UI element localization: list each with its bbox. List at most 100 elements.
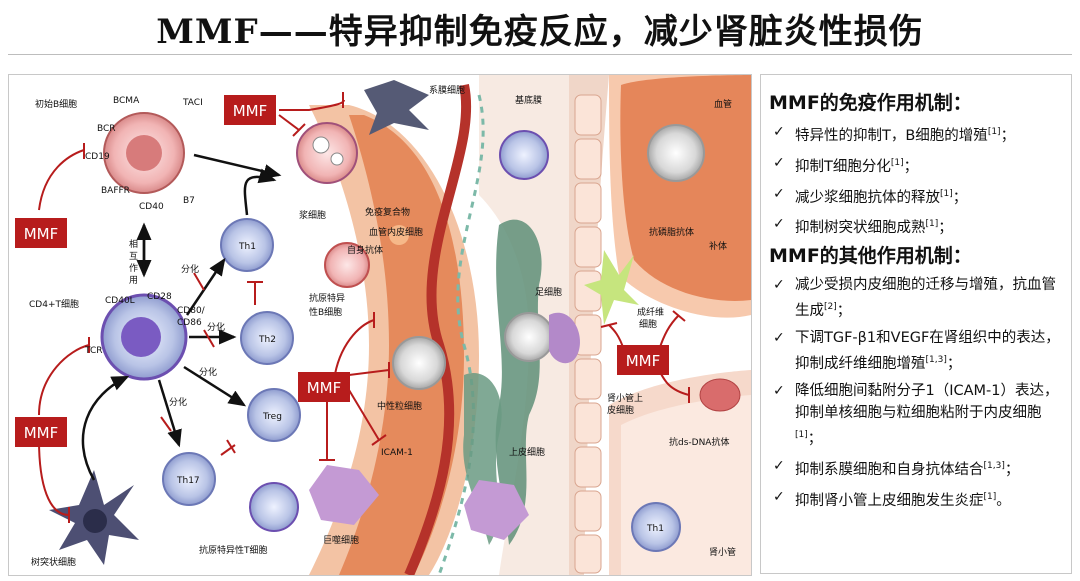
label-interact-3: 作 xyxy=(129,262,138,274)
list-item: ✓抑制系膜细胞和自身抗体结合[1,3]； xyxy=(769,455,1065,481)
list-item: ✓降低细胞间黏附分子1（ICAM-1）表达，抑制单核细胞与粒细胞粘附于内皮细胞[… xyxy=(769,380,1065,450)
tubule-th1-cell xyxy=(631,502,681,552)
check-icon: ✓ xyxy=(773,185,785,202)
check-icon: ✓ xyxy=(773,382,785,399)
macrophage-cell xyxy=(309,465,379,525)
list-item: ✓减少受损内皮细胞的迁移与增殖，抗血管生成[2]； xyxy=(769,274,1065,322)
flow-arrows xyxy=(81,153,282,481)
label-tubular-1: 肾小管上 xyxy=(607,392,643,404)
th2-cell xyxy=(240,311,294,365)
label-b7: B7 xyxy=(183,196,195,206)
diagram-canvas: MMF MMF MMF MMF MMF 初始B细胞 BCMA TACI BCR … xyxy=(15,75,751,575)
label-tubular-2: 皮细胞 xyxy=(607,404,634,416)
label-mesangial: 系膜细胞 xyxy=(429,84,465,96)
label-th2: Th2 xyxy=(258,335,276,345)
cd4-t-cell xyxy=(100,293,188,381)
label-fibroblast-1: 成纤维 xyxy=(637,306,664,318)
immune-list: ✓特异性的抑制T，B细胞的增殖[1]； ✓抑制T细胞分化[1]； ✓减少浆细胞抗… xyxy=(769,121,1065,239)
list-item: ✓抑制树突状细胞成熟[1]； xyxy=(769,213,1065,239)
label-macrophage: 巨噬细胞 xyxy=(323,534,359,546)
label-ag-b-2: 性B细胞 xyxy=(309,306,342,318)
label-interact-2: 互 xyxy=(129,251,138,262)
label-bcr: BCR xyxy=(97,124,116,134)
label-tubule: 肾小管 xyxy=(709,546,736,558)
list-item: ✓下调TGF-β1和VEGF在肾组织中的表达，抑制成纤维细胞增殖[1,3]； xyxy=(769,327,1065,375)
label-cd19: CD19 xyxy=(85,152,110,162)
label-diff-3: 分化 xyxy=(199,366,217,378)
label-th17: Th17 xyxy=(176,476,200,486)
label-epithelial: 上皮细胞 xyxy=(509,446,545,458)
inhibition-lines xyxy=(38,92,690,523)
other-list: ✓减少受损内皮细胞的迁移与增殖，抗血管生成[2]； ✓下调TGF-β1和VEGF… xyxy=(769,274,1065,511)
label-vessel: 血管 xyxy=(714,98,732,110)
section-immune-title: MMF的免疫作用机制： xyxy=(769,92,972,114)
label-dendritic: 树突状细胞 xyxy=(31,556,76,568)
neutrophil-cell xyxy=(392,336,446,390)
label-fibroblast-2: 细胞 xyxy=(639,318,657,330)
th1-cell xyxy=(220,218,274,272)
label-autoantibody: 自身抗体 xyxy=(347,244,383,256)
label-cd4t: CD4+T细胞 xyxy=(29,298,79,310)
label-interact-4: 用 xyxy=(129,275,138,286)
label-complement: 补体 xyxy=(709,240,727,252)
tubule-red-cell xyxy=(699,378,741,412)
check-icon: ✓ xyxy=(773,124,785,140)
check-icon: ✓ xyxy=(773,277,785,294)
label-plasma: 浆细胞 xyxy=(299,209,326,221)
check-icon: ✓ xyxy=(773,488,785,505)
title-divider xyxy=(8,54,1072,55)
label-diff-2: 分化 xyxy=(207,321,225,333)
list-item: ✓减少浆细胞抗体的释放[1]； xyxy=(769,183,1065,209)
svg-text:MMF: MMF xyxy=(233,102,268,120)
list-item: ✓抑制肾小管上皮细胞发生炎症[1]。 xyxy=(769,486,1065,512)
label-ag-t: 抗原特异性T细胞 xyxy=(199,544,268,556)
list-item: ✓特异性的抑制T，B细胞的增殖[1]； xyxy=(769,121,1065,147)
ag-specific-b-cell xyxy=(324,242,370,288)
macrophage-2 xyxy=(464,480,529,540)
label-cd80: CD80/ xyxy=(177,306,206,316)
label-baffr: BAFFR xyxy=(101,186,130,196)
vessel-cell xyxy=(647,124,705,182)
label-interact-1: 相 xyxy=(129,238,138,250)
label-ag-b-1: 抗原特异 xyxy=(309,292,345,304)
th17-cell xyxy=(162,452,216,506)
tubule-column xyxy=(574,94,602,574)
label-cd40l: CD40L xyxy=(105,296,135,306)
svg-text:MMF: MMF xyxy=(24,225,59,243)
basement-dots xyxy=(437,94,485,575)
diagram-labels: 初始B细胞 BCMA TACI BCR CD19 BAFFR CD40 B7 浆… xyxy=(29,84,736,568)
label-basement: 基底膜 xyxy=(515,94,542,106)
fibroblast-cell xyxy=(584,250,639,325)
label-diff-4: 分化 xyxy=(169,396,187,408)
svg-text:MMF: MMF xyxy=(24,424,59,442)
label-th1-tubule: Th1 xyxy=(646,524,664,534)
mmf-box-2: MMF xyxy=(224,95,276,125)
svg-text:MMF: MMF xyxy=(626,352,661,370)
check-icon: ✓ xyxy=(773,216,785,233)
check-icon: ✓ xyxy=(773,154,785,171)
label-treg: Treg xyxy=(262,412,282,422)
label-bcma: BCMA xyxy=(113,96,140,106)
mmf-box-5: MMF xyxy=(617,345,669,375)
mmf-box-1: MMF xyxy=(15,218,67,248)
label-tcr: TCR xyxy=(84,346,103,356)
list-item: ✓抑制T细胞分化[1]； xyxy=(769,152,1065,178)
label-taci: TACI xyxy=(182,98,203,108)
label-diff-1: 分化 xyxy=(181,263,199,275)
mechanism-panel: MMF的免疫作用机制： ✓特异性的抑制T，B细胞的增殖[1]； ✓抑制T细胞分化… xyxy=(760,74,1072,574)
podocyte-cell xyxy=(499,130,549,180)
label-immune-complex: 免疫复合物 xyxy=(365,206,410,218)
label-th1: Th1 xyxy=(238,242,256,252)
check-icon: ✓ xyxy=(773,457,785,474)
label-cd86: CD86 xyxy=(177,318,202,328)
svg-text:MMF: MMF xyxy=(307,379,342,397)
dendritic-cell xyxy=(49,470,139,565)
epithelial-cell xyxy=(549,312,580,364)
mesangial-cell xyxy=(364,80,429,135)
podocyte-shape xyxy=(495,219,542,545)
label-icam: ICAM-1 xyxy=(381,448,413,458)
page-title: MMF——特异抑制免疫反应，减少肾脏炎性损伤 xyxy=(156,12,924,52)
label-antiphospholipid: 抗磷脂抗体 xyxy=(649,226,694,238)
section-other-title: MMF的其他作用机制： xyxy=(769,245,972,268)
label-naive-b: 初始B细胞 xyxy=(35,98,77,110)
